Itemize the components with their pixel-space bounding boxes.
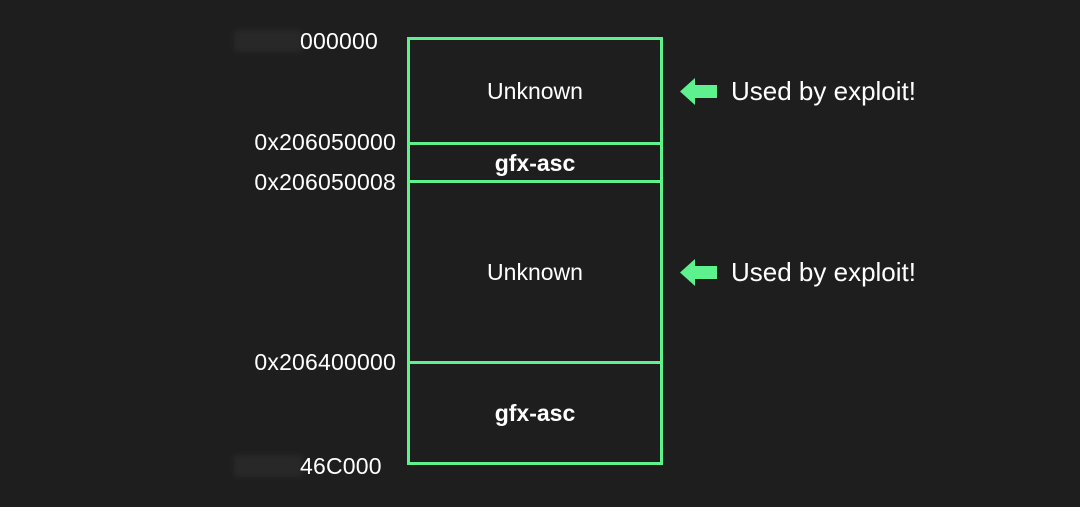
segment-divider xyxy=(407,180,663,183)
left-arrow-icon xyxy=(680,77,717,105)
segment-label: Unknown xyxy=(487,258,583,285)
callout-used-by-exploit-1: Used by exploit! xyxy=(680,73,916,109)
segment-label: gfx-asc xyxy=(494,399,576,426)
callout-text: Used by exploit! xyxy=(731,256,916,287)
segment-gfx-asc-1: gfx-asc xyxy=(410,145,660,181)
segment-label: gfx-asc xyxy=(494,149,576,176)
left-arrow-icon xyxy=(680,258,717,286)
segment-unknown-1: Unknown xyxy=(410,40,660,142)
address-label-bottom: 46C000 xyxy=(300,453,382,479)
segment-unknown-2: Unknown xyxy=(410,183,660,361)
redacted-address-prefix-bottom xyxy=(234,455,302,477)
memory-map: Unknown gfx-asc Unknown gfx-asc xyxy=(407,37,663,465)
address-label-0x206050008: 0x206050008 xyxy=(254,169,396,195)
redacted-address-prefix-top xyxy=(234,30,302,52)
segment-label: Unknown xyxy=(487,77,583,104)
address-label-0x206400000: 0x206400000 xyxy=(254,349,396,375)
address-label-0x206050000: 0x206050000 xyxy=(254,129,396,155)
segment-gfx-asc-2: gfx-asc xyxy=(410,364,660,462)
callout-text: Used by exploit! xyxy=(731,75,916,106)
callout-used-by-exploit-2: Used by exploit! xyxy=(680,254,916,290)
segment-divider xyxy=(407,142,663,145)
segment-divider xyxy=(407,361,663,364)
address-label-top: 000000 xyxy=(300,28,378,54)
